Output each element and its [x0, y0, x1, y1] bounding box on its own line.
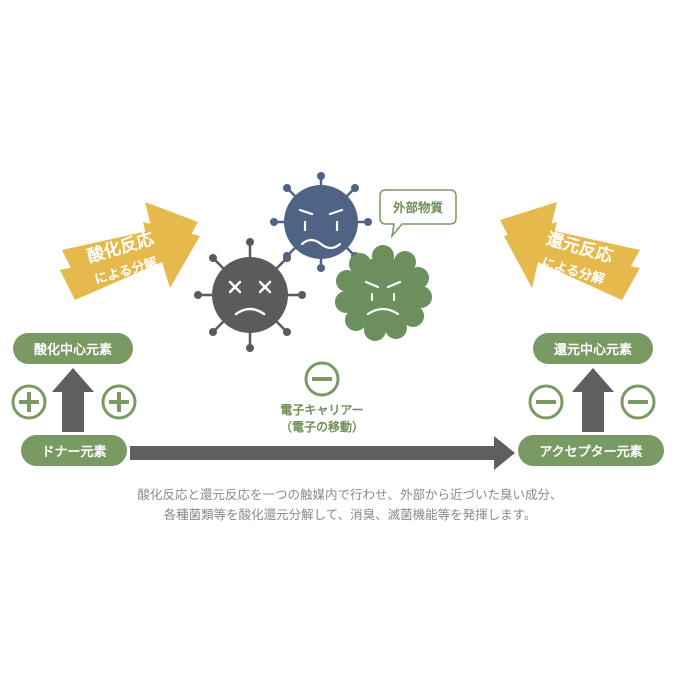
electron-minus-icon [304, 361, 340, 397]
upward-arrow-left [52, 368, 94, 432]
minus-icon-left [528, 384, 564, 420]
carrier-label-line1: 電子キャリアー [280, 403, 363, 417]
foreign-substance-bubble: 外部物質 [379, 189, 457, 239]
reduction-center-pill: 還元中心元素 [533, 333, 653, 364]
oxidation-arrow: 酸化反応 による分解 [60, 202, 200, 300]
sad-virus-icon [194, 238, 306, 352]
oxidation-center-label: 酸化中心元素 [34, 342, 112, 358]
acceptor-label: アクセプター元素 [539, 444, 642, 460]
carrier-label-line2: （電子の移動） [280, 419, 364, 434]
plus-icon-left [11, 384, 47, 420]
reduction-arrow: 還元反応 による分解 [500, 202, 640, 300]
acceptor-pill: アクセプター元素 [518, 435, 664, 466]
caption-line2: 各種菌類等を酸化還元分解して、消臭、滅菌機能等を発揮します。 [163, 507, 537, 522]
plus-icon-right [101, 384, 137, 420]
oxidation-center-pill: 酸化中心元素 [13, 333, 133, 364]
caption-line1: 酸化反応と還元反応を一つの触媒内で行わせ、外部から近づいた臭い成分、 [137, 487, 563, 502]
electron-flow-arrow [130, 436, 515, 470]
donor-pill: ドナー元素 [21, 435, 127, 466]
frowning-germ-icon [335, 245, 432, 341]
minus-icon-right [620, 384, 656, 420]
upward-arrow-right [572, 368, 614, 432]
donor-label: ドナー元素 [41, 444, 106, 460]
reduction-center-label: 還元中心元素 [554, 342, 632, 358]
worried-virus-icon [270, 172, 372, 272]
foreign-substance-label: 外部物質 [392, 200, 444, 215]
